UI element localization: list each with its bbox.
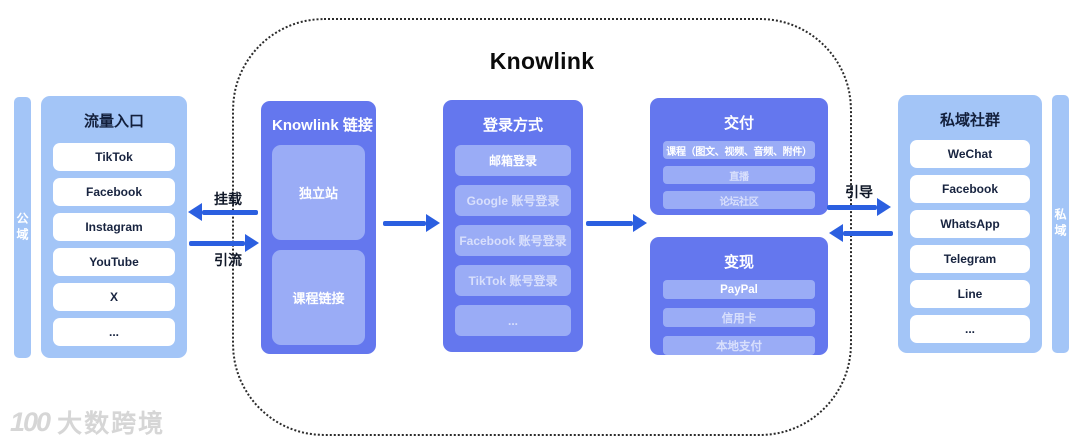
login-item-google: Google 账号登录 [455,185,571,216]
knowlink-title: Knowlink [489,48,595,74]
divert-arrow-label: 引流 [214,252,242,268]
public-domain-label: 公域 [15,211,29,244]
traffic-item-tiktok: TikTok [53,143,175,171]
guide-arrow-label: 引导 [845,184,873,200]
delivery-title: 交付 [723,115,754,132]
private-item-wechat: WeChat [910,140,1030,168]
private-domain-label: 私域 [1053,208,1067,240]
knowlink-links-column: Knowlink 链接 独立站 课程链接 [261,101,376,354]
traffic-item-x: X [53,283,175,311]
watermark-logo: 100 大数跨境 [10,404,165,440]
traffic-item-facebook: Facebook [53,178,175,206]
private-domain-bar: 私域 [1052,95,1069,353]
private-community-panel: 私域社群 WeChat Facebook WhatsApp Telegram L… [898,95,1042,353]
mount-arrow-left-icon [188,203,258,221]
independent-site-box: 独立站 [272,145,365,240]
divert-arrow-right-icon [189,234,259,252]
mount-arrow-label: 挂载 [214,191,242,207]
private-item-facebook: Facebook [910,175,1030,203]
return-arrow-left-icon [829,224,893,242]
monetization-item-credit-card: 信用卡 [663,308,815,327]
knowlink-links-title: Knowlink 链接 [272,117,373,134]
login-item-email: 邮箱登录 [455,145,571,176]
private-item-telegram: Telegram [910,245,1030,273]
login-methods-title: 登录方式 [482,117,543,134]
knowlink-container-border [232,18,852,436]
traffic-item-youtube: YouTube [53,248,175,276]
private-community-title: 私域社群 [939,112,1000,129]
traffic-panel: 流量入口 TikTok Facebook Instagram YouTube X… [41,96,187,358]
guide-arrow-right-icon [827,198,891,216]
delivery-item-course: 课程（图文、视频、音频、附件） [663,141,815,159]
login-item-tiktok: TikTok 账号登录 [455,265,571,296]
watermark-text: 大数跨境 [57,410,166,438]
login-item-more: ... [455,305,571,336]
watermark-100-icon: 100 [10,406,51,437]
login-to-delivery-arrow-icon [586,214,647,232]
course-link-box: 课程链接 [272,250,365,345]
login-methods-column: 登录方式 邮箱登录 Google 账号登录 Facebook 账号登录 TikT… [443,100,583,352]
private-item-whatsapp: WhatsApp [910,210,1030,238]
monetization-item-local-pay: 本地支付 [663,336,815,355]
traffic-item-more: ... [53,318,175,346]
monetization-title: 变现 [723,254,754,271]
links-to-login-arrow-icon [383,214,440,232]
monetization-item-paypal: PayPal [663,280,815,299]
delivery-item-forum: 论坛社区 [663,191,815,209]
private-item-line: Line [910,280,1030,308]
traffic-panel-title: 流量入口 [83,113,144,130]
public-domain-bar: 公域 [14,97,31,358]
delivery-box: 交付 课程（图文、视频、音频、附件） 直播 论坛社区 [650,98,828,215]
login-item-facebook: Facebook 账号登录 [455,225,571,256]
private-item-more: ... [910,315,1030,343]
delivery-item-live: 直播 [663,166,815,184]
monetization-box: 变现 PayPal 信用卡 本地支付 [650,237,828,355]
traffic-item-instagram: Instagram [53,213,175,241]
